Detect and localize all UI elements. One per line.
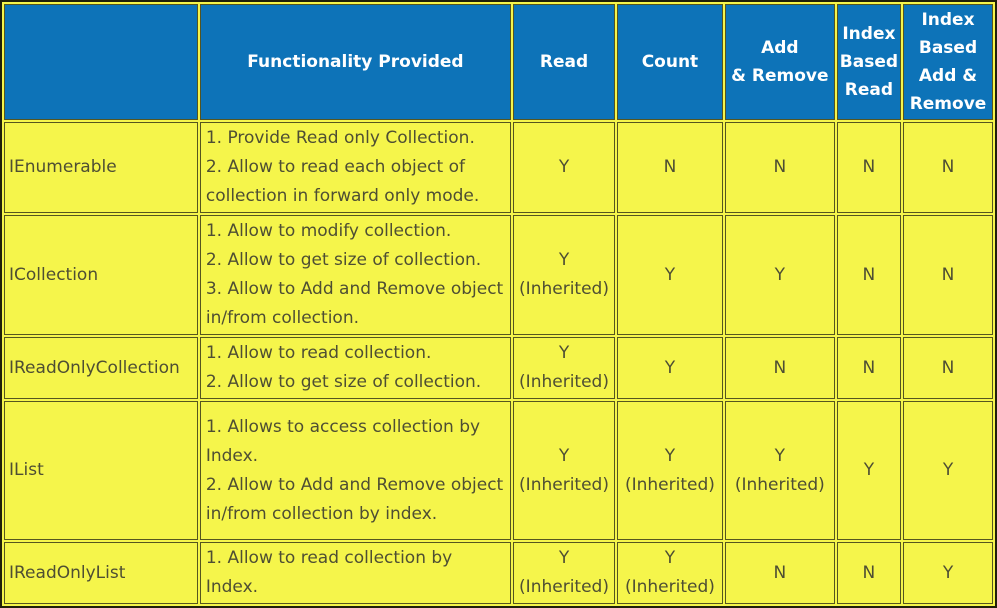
functionality-cell: 1. Allows to access collection by Index.… xyxy=(199,401,512,540)
index-add-remove-cell: N xyxy=(903,122,993,213)
header-read: Read xyxy=(513,4,615,120)
header-index-based-read: Index Based Read xyxy=(836,4,902,120)
header-row: Functionality Provided Read Count Add & … xyxy=(4,4,993,120)
header-empty-cell xyxy=(4,4,198,120)
table-row: IReadOnlyCollection 1. Allow to read col… xyxy=(4,337,993,399)
index-add-remove-cell: N xyxy=(903,337,993,399)
header-functionality: Functionality Provided xyxy=(199,4,512,120)
add-remove-cell: N xyxy=(724,337,835,399)
index-read-cell: N xyxy=(836,122,902,213)
read-cell: Y (Inherited) xyxy=(513,401,615,540)
count-cell: Y xyxy=(616,215,723,335)
count-cell: Y (Inherited) xyxy=(616,401,723,540)
table-row: IReadOnlyList 1. Allow to read collectio… xyxy=(4,542,993,604)
interface-name-cell: IReadOnlyCollection xyxy=(4,337,198,399)
add-remove-cell: Y xyxy=(724,215,835,335)
header-index-based-add-remove: Index Based Add & Remove xyxy=(903,4,993,120)
header-count: Count xyxy=(616,4,723,120)
count-cell: N xyxy=(616,122,723,213)
table-row: IList 1. Allows to access collection by … xyxy=(4,401,993,540)
table-row: IEnumerable 1. Provide Read only Collect… xyxy=(4,122,993,213)
index-read-cell: Y xyxy=(836,401,902,540)
functionality-cell: 1. Allow to read collection by Index. xyxy=(199,542,512,604)
interface-name-cell: ICollection xyxy=(4,215,198,335)
count-cell: Y xyxy=(616,337,723,399)
read-cell: Y xyxy=(513,122,615,213)
functionality-cell: 1. Provide Read only Collection. 2. Allo… xyxy=(199,122,512,213)
index-read-cell: N xyxy=(836,215,902,335)
header-add-remove: Add & Remove xyxy=(724,4,835,120)
table-row: ICollection 1. Allow to modify collectio… xyxy=(4,215,993,335)
index-read-cell: N xyxy=(836,337,902,399)
index-add-remove-cell: N xyxy=(903,215,993,335)
index-add-remove-cell: Y xyxy=(903,542,993,604)
read-cell: Y (Inherited) xyxy=(513,337,615,399)
interface-name-cell: IList xyxy=(4,401,198,540)
add-remove-cell: N xyxy=(724,122,835,213)
read-cell: Y (Inherited) xyxy=(513,215,615,335)
functionality-cell: 1. Allow to read collection. 2. Allow to… xyxy=(199,337,512,399)
add-remove-cell: Y (Inherited) xyxy=(724,401,835,540)
index-add-remove-cell: Y xyxy=(903,401,993,540)
interface-name-cell: IEnumerable xyxy=(4,122,198,213)
add-remove-cell: N xyxy=(724,542,835,604)
functionality-cell: 1. Allow to modify collection. 2. Allow … xyxy=(199,215,512,335)
index-read-cell: N xyxy=(836,542,902,604)
interface-name-cell: IReadOnlyList xyxy=(4,542,198,604)
count-cell: Y (Inherited) xyxy=(616,542,723,604)
read-cell: Y (Inherited) xyxy=(513,542,615,604)
